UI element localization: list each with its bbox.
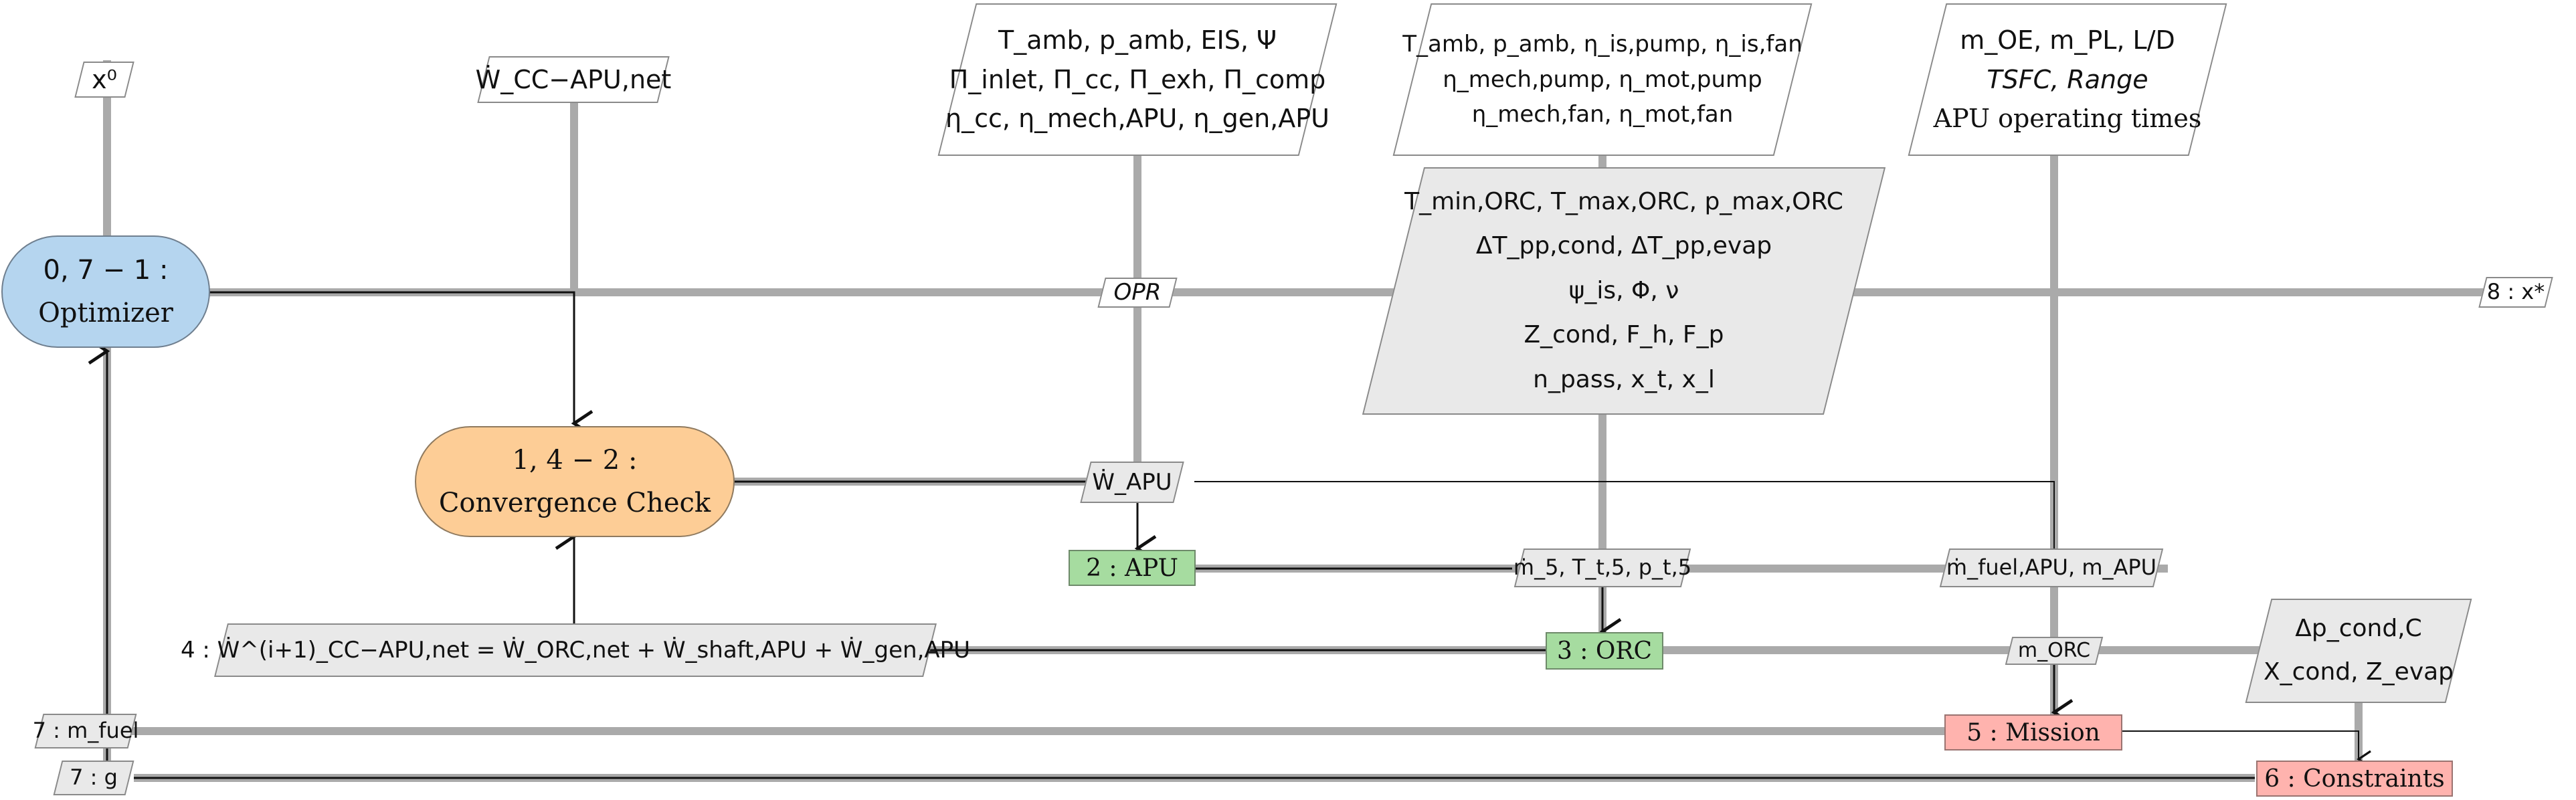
process-mission-to-constraints	[2121, 730, 2371, 769]
coupling-apu-to-mission: ṁ_fuel,APU, m_APU	[1939, 548, 2164, 587]
apu-block[interactable]: 2 : APU	[1069, 550, 1196, 586]
constraint-param-line: X_cond, Z_evap	[2263, 658, 2454, 686]
orc-fixed-line: η_mech,fan, η_mot,fan	[1471, 101, 1734, 128]
constraints-block[interactable]: 6 : Constraints	[2256, 761, 2453, 797]
mission-label: 5 : Mission	[1966, 718, 2100, 746]
opr-label: OPR	[1113, 279, 1162, 306]
orc-fixed-line: T_amb, p_amb, η_is,pump, η_is,fan	[1402, 30, 1803, 58]
mission-block[interactable]: 5 : Mission	[1944, 714, 2122, 751]
x-star-label: 8 : x*	[2486, 279, 2545, 305]
optimizer-label: Optimizer	[38, 298, 173, 328]
process-wapu-to-mission	[1194, 481, 2055, 552]
x0-label: x⁰	[92, 64, 117, 94]
apu-to-orc-label: ṁ_5, T_t,5, p_t,5	[1513, 555, 1692, 581]
update-equation-label: 4 : Ẇ^(i+1)_CC−APU,net = Ẇ_ORC,net + Ẇ_s…	[180, 636, 971, 664]
apu-param-line: T_amb, p_amb, EIS, Ψ	[998, 25, 1277, 55]
m-orc-label: m_ORC	[2017, 638, 2091, 662]
orc-label: 3 : ORC	[1556, 637, 1653, 665]
optimizer-block[interactable]: 0, 7 − 1 : Optimizer	[1, 235, 210, 348]
input-w-cc-apu-net: Ẇ_CC−APU,net	[475, 56, 672, 103]
convergence-check-block[interactable]: 1, 4 − 2 : Convergence Check	[415, 426, 735, 537]
g-label: 7 : g	[70, 765, 118, 791]
constraint-param-line: Δp_cond,C	[2295, 615, 2422, 643]
output-x-star: 8 : x*	[2478, 277, 2553, 308]
output-m-fuel: 7 : m_fuel	[32, 714, 139, 748]
w-cc-apu-net-label: Ẇ_CC−APU,net	[475, 64, 672, 94]
orc-var-line: T_min,ORC, T_max,ORC, p_max,ORC	[1404, 187, 1843, 215]
orc-var-line: ΔT_pp,cond, ΔT_pp,evap	[1475, 232, 1772, 260]
apu-param-line: η_cc, η_mech,APU, η_gen,APU	[945, 104, 1329, 134]
orc-design-variables: T_min,ORC, T_max,ORC, p_max,ORC ΔT_pp,co…	[1362, 167, 1886, 415]
orc-block[interactable]: 3 : ORC	[1546, 632, 1663, 670]
coupling-opr: OPR	[1097, 278, 1178, 308]
apu-to-mission-label: ṁ_fuel,APU, m_APU	[1946, 555, 2157, 581]
optimizer-step: 0, 7 − 1 :	[43, 255, 169, 286]
coupling-w-apu: Ẇ_APU	[1080, 462, 1184, 503]
constraints-label: 6 : Constraints	[2264, 765, 2445, 793]
convergence-label: Convergence Check	[438, 488, 711, 518]
orc-var-line: n_pass, x_t, x_l	[1533, 365, 1715, 393]
mission-param-line: m_OE, m_PL, L/D	[1960, 25, 2175, 55]
apu-param-line: Π_inlet, Π_cc, Π_exh, Π_comp	[949, 64, 1326, 94]
constraint-parameters: Δp_cond,C X_cond, Z_evap	[2245, 599, 2472, 703]
orc-var-line: ψ_is, Φ, ν	[1568, 276, 1679, 304]
mission-param-line: TSFC, Range	[1987, 64, 2148, 94]
input-apu-params: T_amb, p_amb, EIS, Ψ Π_inlet, Π_cc, Π_ex…	[937, 3, 1338, 156]
mission-param-line: APU operating times	[1933, 104, 2202, 134]
orc-var-line: Z_cond, F_h, F_p	[1524, 321, 1724, 349]
coupling-apu-to-orc: ṁ_5, T_t,5, p_t,5	[1513, 548, 1692, 587]
process-opt-to-conv	[207, 291, 593, 437]
convergence-step: 1, 4 − 2 :	[512, 445, 638, 476]
input-orc-fixed-params: T_amb, p_amb, η_is,pump, η_is,fan η_mech…	[1392, 3, 1813, 156]
input-mission-params: m_OE, m_PL, L/D TSFC, Range APU operatin…	[1908, 3, 2227, 156]
orc-fixed-line: η_mech,pump, η_mot,pump	[1443, 66, 1762, 93]
input-x0: x⁰	[74, 62, 134, 98]
w-apu-label: Ẇ_APU	[1092, 468, 1172, 496]
output-g: 7 : g	[53, 761, 134, 795]
coupling-orc-to-mission: m_ORC	[2005, 637, 2104, 665]
convergence-update-equation: 4 : Ẇ^(i+1)_CC−APU,net = Ẇ_ORC,net + Ẇ_s…	[180, 623, 971, 677]
m-fuel-label: 7 : m_fuel	[32, 718, 139, 744]
apu-label: 2 : APU	[1086, 554, 1178, 582]
